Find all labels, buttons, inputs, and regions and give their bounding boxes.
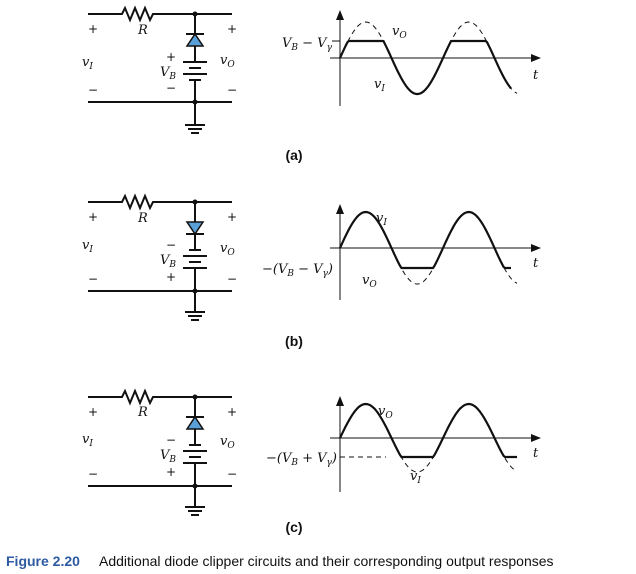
time-label: t <box>533 256 539 271</box>
clip-level-label: −(VB − Vγ) <box>262 262 333 279</box>
circuit-c: + − vI R + − vO − + VB <box>82 388 237 516</box>
output-waveform <box>338 39 512 96</box>
resistor <box>88 5 232 23</box>
input-plus-sign: + <box>88 210 98 224</box>
figure-caption-text: Additional diode clipper circuits and th… <box>99 553 554 569</box>
output-plus-sign: + <box>227 405 237 419</box>
output-minus-sign: − <box>227 467 237 481</box>
input-minus-sign: − <box>88 272 98 286</box>
circuit-a: + − vI R + − vO + − VB <box>82 5 237 134</box>
battery-label: VB <box>160 253 176 270</box>
clip-level-label: VB − Vγ <box>282 36 333 53</box>
graph-a: t VB − Vγ vO vI <box>282 10 541 106</box>
ground-symbol <box>185 506 205 516</box>
input-voltage-label: vI <box>82 238 93 255</box>
input-waveform <box>339 21 518 95</box>
resistor-label: R <box>137 211 148 226</box>
diode <box>185 221 205 236</box>
output-voltage-label: vO <box>220 434 235 451</box>
battery-top-sign: + <box>166 50 176 64</box>
time-label: t <box>533 446 539 461</box>
panel-label: (b) <box>285 333 303 349</box>
battery-bottom-sign: − <box>166 81 176 95</box>
output-minus-sign: − <box>227 272 237 286</box>
battery-bottom-sign: + <box>166 465 176 479</box>
battery <box>183 249 207 269</box>
input-wave-label: vI <box>374 77 385 94</box>
circuit-b: + − vI R + − vO − + VB <box>82 193 237 321</box>
clip-level-label: −(VB + Vγ) <box>266 451 337 468</box>
input-minus-sign: − <box>88 467 98 481</box>
output-voltage-label: vO <box>220 53 235 70</box>
diode <box>185 415 205 430</box>
graph-b: t −(VB − Vγ) vI vO <box>262 204 541 300</box>
input-voltage-label: vI <box>82 432 93 449</box>
battery-label: VB <box>160 65 176 82</box>
graph-c: t −(VB + Vγ) vO vI <box>266 396 541 492</box>
input-plus-sign: + <box>88 405 98 419</box>
input-plus-sign: + <box>88 22 98 36</box>
battery-bottom-sign: + <box>166 270 176 284</box>
input-wave-label: vI <box>410 469 421 486</box>
output-plus-sign: + <box>227 22 237 36</box>
input-wave-label: vI <box>376 211 387 228</box>
output-wave-label: vO <box>392 24 407 41</box>
output-wave-label: vO <box>378 404 393 421</box>
resistor-label: R <box>137 23 148 38</box>
battery <box>183 444 207 464</box>
panel-a: + − vI R + − vO + − VB t VB − Vγ vO vI (… <box>82 5 541 163</box>
output-wave-label: vO <box>362 273 377 290</box>
output-minus-sign: − <box>227 83 237 97</box>
resistor <box>88 193 232 211</box>
time-label: t <box>533 68 539 83</box>
battery-top-sign: − <box>166 433 176 447</box>
resistor <box>88 388 232 406</box>
resistor-label: R <box>137 405 148 420</box>
output-waveform <box>339 402 517 459</box>
input-minus-sign: − <box>88 83 98 97</box>
figure-number: Figure 2.20 <box>6 553 80 569</box>
ground-symbol <box>185 311 205 321</box>
figure-caption: Figure 2.20 Additional diode clipper cir… <box>6 551 554 570</box>
output-plus-sign: + <box>227 210 237 224</box>
output-waveform <box>338 210 511 270</box>
diode <box>185 32 205 47</box>
battery <box>183 61 207 81</box>
panel-label: (a) <box>285 147 302 163</box>
panel-label: (c) <box>285 519 302 535</box>
output-voltage-label: vO <box>220 241 235 258</box>
panel-c: + − vI R + − vO − + VB t −(VB + Vγ) vO v… <box>82 388 541 535</box>
ground-symbol <box>185 124 205 134</box>
battery-top-sign: − <box>166 238 176 252</box>
panel-b: + − vI R + − vO − + VB t −(VB − Vγ) vI v… <box>82 193 541 349</box>
input-voltage-label: vI <box>82 55 93 72</box>
battery-label: VB <box>160 448 176 465</box>
